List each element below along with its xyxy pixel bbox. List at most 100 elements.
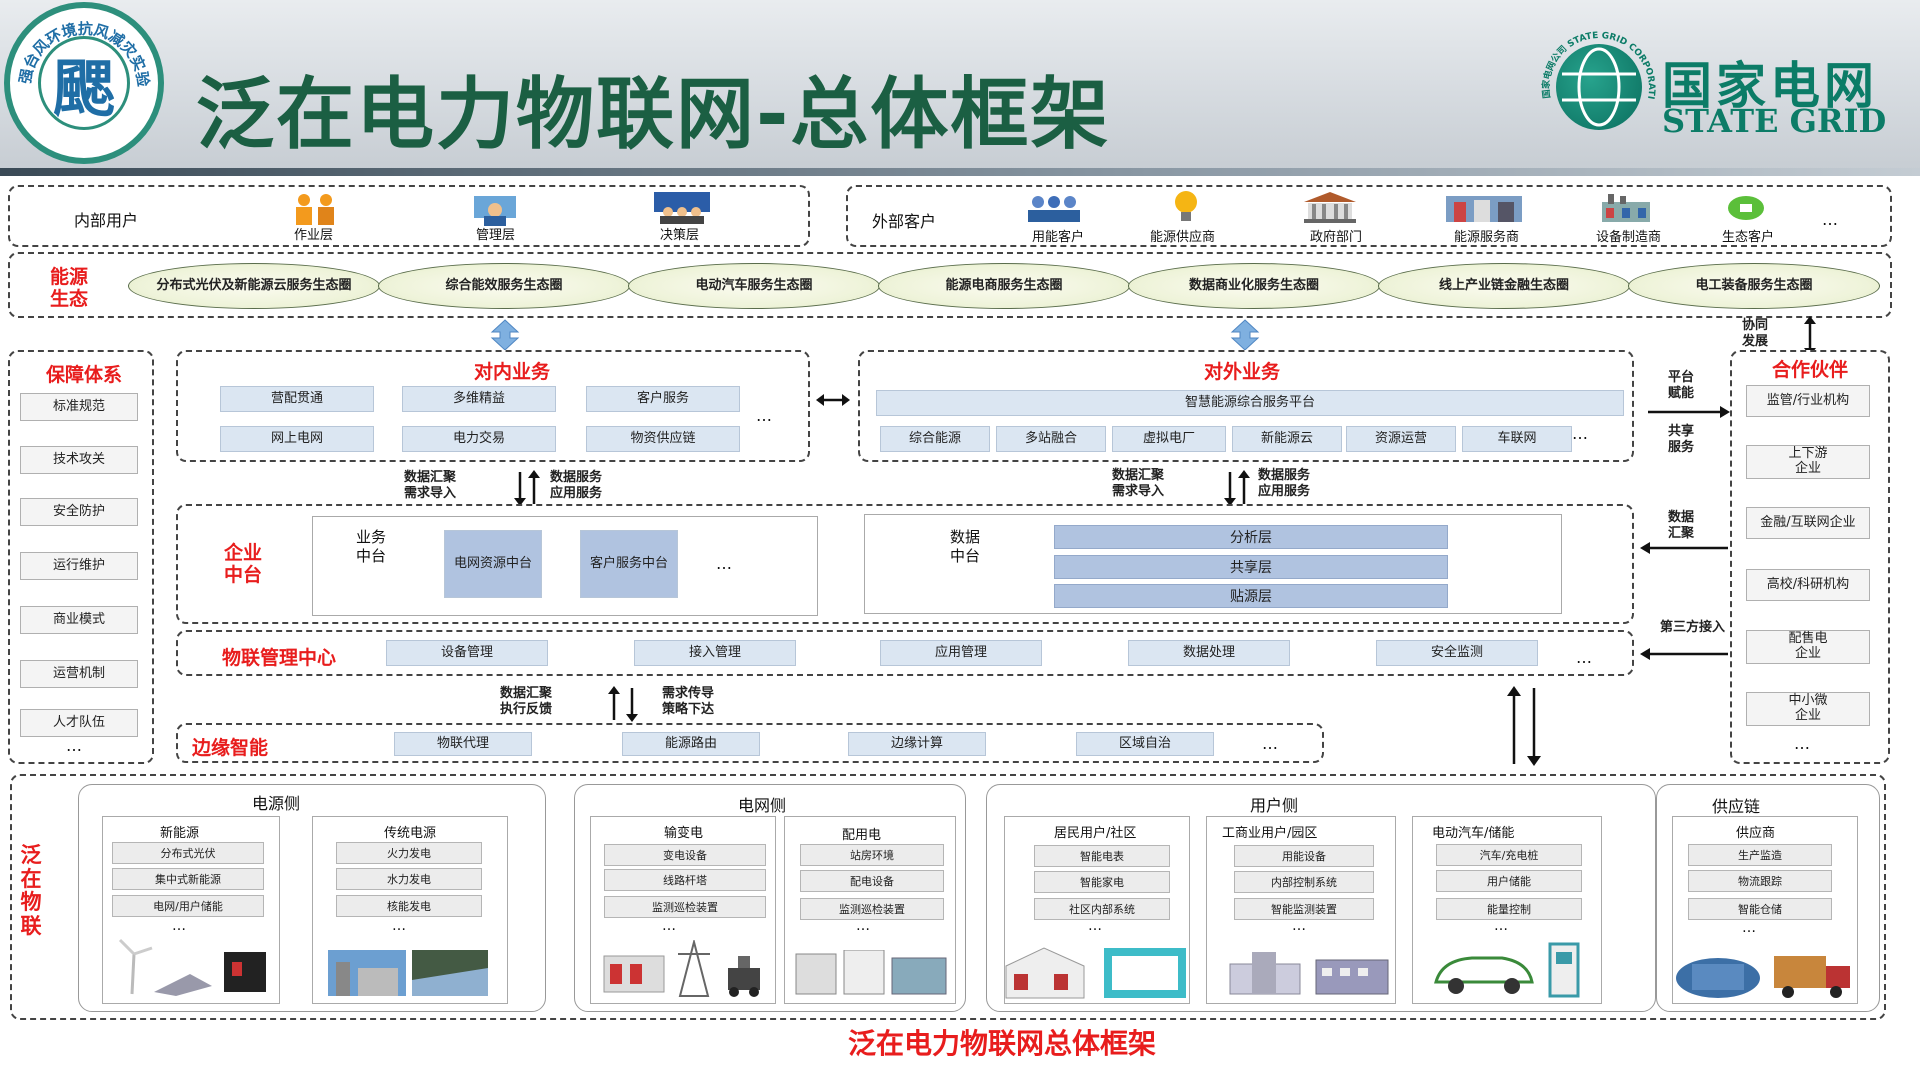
user-management-layer: 管理层 bbox=[476, 228, 516, 243]
distribution-more: … bbox=[856, 918, 870, 934]
external-customers-panel bbox=[846, 185, 1892, 247]
state-grid-globe-icon bbox=[1556, 44, 1642, 130]
platform-enable-arrow-icon bbox=[1648, 406, 1730, 418]
customer-energy-user: 用能客户 bbox=[1032, 230, 1085, 245]
smart-home-icon bbox=[1005, 947, 1186, 999]
traditional-item-2: 水力发电 bbox=[336, 868, 482, 890]
grid-side-title: 电网侧 bbox=[738, 796, 787, 815]
light-bulb-icon bbox=[1175, 191, 1197, 221]
transmission-item-2: 线路杆塔 bbox=[604, 869, 766, 891]
iot-application-management: 应用管理 bbox=[880, 640, 1042, 666]
flow-down-right-text: 数据服务应用服务 bbox=[1257, 468, 1310, 499]
edge-iot-agent: 物联代理 bbox=[394, 732, 532, 756]
partner-upstream-downstream: 上下游企业 bbox=[1746, 445, 1870, 479]
flow-up-right-label: 数据汇聚需求导入 bbox=[1110, 468, 1166, 499]
eco-energy-efficiency: 综合能效服务生态圈 bbox=[378, 263, 630, 309]
residential-more: … bbox=[1088, 918, 1102, 934]
flow-down-left-text: 数据服务应用服务 bbox=[549, 470, 602, 501]
power-side-title: 电源侧 bbox=[252, 794, 301, 813]
guarantee-talent: 人才队伍 bbox=[20, 709, 138, 737]
ext-multi-station: 多站融合 bbox=[996, 426, 1106, 452]
guarantee-title: 保障体系 bbox=[46, 364, 123, 386]
ev-item-2: 用户储能 bbox=[1436, 870, 1582, 892]
user-side-title: 用户侧 bbox=[1250, 796, 1299, 815]
analysis-layer: 分析层 bbox=[1054, 525, 1448, 549]
wind-solar-storage-icon bbox=[118, 938, 266, 996]
edge-regional-autonomy: 区域自治 bbox=[1076, 732, 1214, 756]
guarantee-operation: 运行维护 bbox=[20, 552, 138, 580]
transformer-truck-icon bbox=[1676, 956, 1850, 998]
ev-item-1: 汽车/充电桩 bbox=[1436, 844, 1582, 866]
factory-icon bbox=[1602, 194, 1650, 222]
sharing-layer: 共享层 bbox=[1054, 555, 1448, 579]
collab-label: 协同发展 bbox=[1740, 318, 1770, 349]
partner-regulators: 监管/行业机构 bbox=[1746, 385, 1870, 417]
biz-lean-management: 多维精益 bbox=[402, 386, 556, 412]
supply-chain-title: 供应链 bbox=[1712, 797, 1761, 816]
iot-access-management: 接入管理 bbox=[634, 640, 796, 666]
ev-charger-icon bbox=[1434, 942, 1580, 998]
supplier-item-3: 智能仓储 bbox=[1688, 898, 1832, 920]
partner-power-sales: 配售电企业 bbox=[1746, 630, 1870, 664]
flow-arrows-left-icon bbox=[514, 470, 540, 506]
flow-edge-up-text: 数据汇聚执行反馈 bbox=[499, 686, 552, 717]
eco-plug-icon bbox=[1728, 196, 1764, 220]
internal-business-title: 对内业务 bbox=[474, 361, 551, 383]
internal-business-more: … bbox=[756, 406, 772, 425]
customer-equipment-maker: 设备制造商 bbox=[1596, 230, 1662, 245]
distribution-item-2: 配电设备 bbox=[800, 870, 944, 892]
flow-down-right-label: 数据服务应用服务 bbox=[1256, 468, 1312, 499]
edge-more: … bbox=[1262, 734, 1278, 753]
residential-item-3: 社区内部系统 bbox=[1034, 898, 1170, 920]
grid-resource-middle: 电网资源中台 bbox=[444, 530, 542, 598]
traditional-more: … bbox=[392, 918, 406, 934]
external-customers-label: 外部客户 bbox=[872, 212, 937, 231]
new-energy-more: … bbox=[172, 918, 186, 934]
diagram-caption: 泛在电力物联网总体框架 bbox=[848, 1027, 1157, 1060]
supplier-item-1: 生产监造 bbox=[1688, 844, 1832, 866]
ext-new-energy-cloud: 新能源云 bbox=[1232, 426, 1342, 452]
ext-virtual-power-plant: 虚拟电厂 bbox=[1112, 426, 1226, 452]
flow-up-left-label: 数据汇聚需求导入 bbox=[402, 470, 458, 501]
user-operation-layer: 作业层 bbox=[294, 228, 334, 243]
ev-more: … bbox=[1494, 918, 1508, 934]
business-middle-panel bbox=[312, 516, 818, 616]
customer-energy-supplier: 能源供应商 bbox=[1150, 230, 1216, 245]
partner-sme: 中小微企业 bbox=[1746, 692, 1870, 726]
biz-customer-service: 客户服务 bbox=[586, 386, 740, 412]
commercial-item-3: 智能监测装置 bbox=[1234, 898, 1374, 920]
guarantee-business-model: 商业模式 bbox=[20, 606, 138, 634]
guarantee-more: … bbox=[66, 736, 82, 755]
residential-item-2: 智能家电 bbox=[1034, 871, 1170, 893]
eco-ev-service: 电动汽车服务生态圈 bbox=[628, 263, 880, 309]
service-buildings-icon bbox=[1446, 196, 1522, 222]
partner-universities: 高校/科研机构 bbox=[1746, 569, 1870, 601]
state-grid-en: STATE GRID bbox=[1662, 102, 1887, 140]
iot-device-management: 设备管理 bbox=[386, 640, 548, 666]
customer-service-middle: 客户服务中台 bbox=[580, 530, 678, 598]
eco-link-arrow-right-icon bbox=[1230, 319, 1260, 351]
eco-data-commerce: 数据商业化服务生态圈 bbox=[1128, 263, 1380, 309]
supplier-more: … bbox=[1742, 920, 1756, 936]
svg-text:国家电网公司 STATE GRID CORPORATION: 国家电网公司 STATE GRID CORPORATION OF CHINA bbox=[1538, 28, 1656, 100]
distribution-equipment-icon bbox=[795, 950, 947, 995]
commercial-title: 工商业用户/园区 bbox=[1222, 826, 1318, 841]
distribution-item-3: 监测巡检装置 bbox=[800, 898, 944, 920]
customer-energy-service: 能源服务商 bbox=[1454, 230, 1520, 245]
iot-bottom-arrows-icon bbox=[1507, 686, 1541, 766]
partners-more: … bbox=[1794, 734, 1810, 753]
seal-character: 颸 bbox=[38, 36, 130, 130]
decision-makers-icon bbox=[654, 192, 710, 224]
guarantee-security: 安全防护 bbox=[20, 498, 138, 526]
iot-data-processing: 数据处理 bbox=[1128, 640, 1290, 666]
residential-item-1: 智能电表 bbox=[1034, 845, 1170, 867]
substation-tower-robot-icon bbox=[603, 940, 760, 997]
iot-security-monitoring: 安全监测 bbox=[1376, 640, 1538, 666]
header-divider bbox=[0, 168, 1920, 176]
supplier-title: 供应商 bbox=[1736, 826, 1776, 841]
flow-up-left-text: 数据汇聚需求导入 bbox=[403, 470, 456, 501]
flow-edge-arrows-icon bbox=[608, 686, 638, 722]
industrial-park-icon bbox=[1229, 952, 1389, 995]
third-party-arrow-icon bbox=[1640, 648, 1728, 660]
biz-online-grid: 网上电网 bbox=[220, 426, 374, 452]
